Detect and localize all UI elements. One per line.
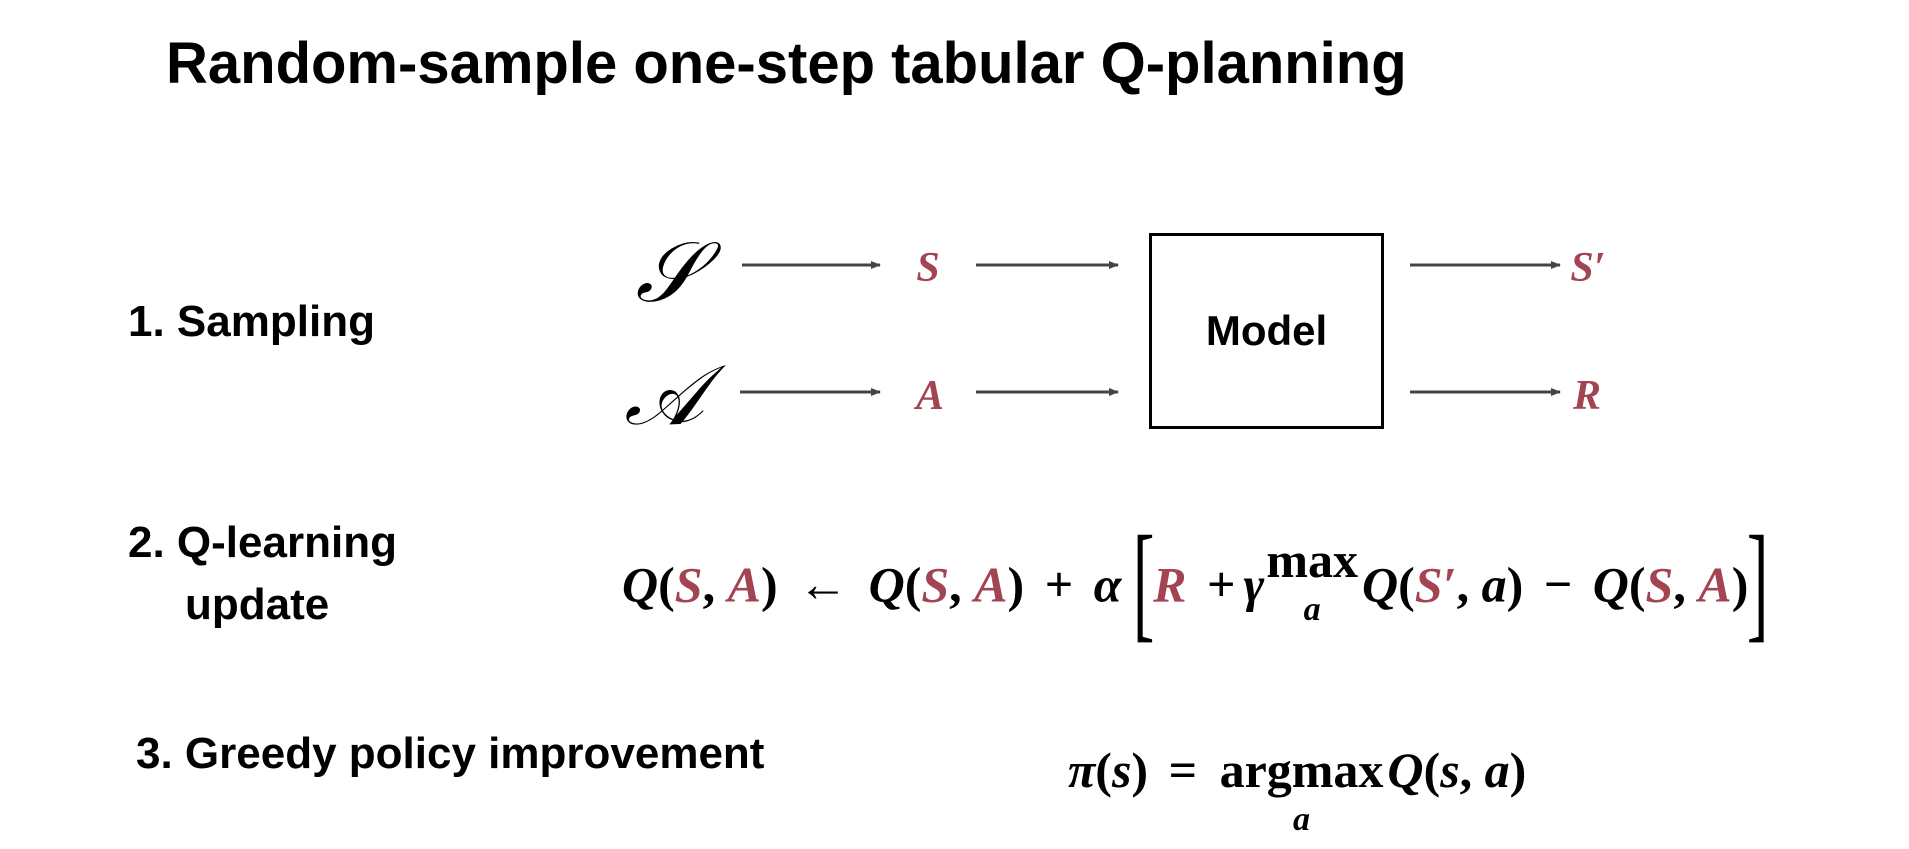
eq-comma: ,	[1456, 556, 1482, 613]
eq-gamma: γ	[1243, 556, 1265, 613]
next-state: S′	[1570, 245, 1606, 291]
eq-argmax: argmax	[1219, 742, 1384, 798]
eq-next-state: S′	[1414, 556, 1457, 613]
eq-q: Q	[1592, 556, 1629, 613]
eq-argmax-sub: a	[1293, 801, 1310, 838]
step-sampling-label: 1. Sampling	[128, 297, 375, 346]
eq-plus: +	[1207, 556, 1236, 613]
eq-state: S	[674, 556, 703, 613]
step-greedy-label: 3. Greedy policy improvement	[136, 729, 765, 778]
step-q-learning-label: 2. Q-learning update	[128, 512, 397, 636]
eq-action: A	[974, 556, 1008, 613]
eq-comma: ,	[1459, 742, 1485, 798]
eq-action: A	[727, 556, 761, 613]
eq-a: a	[1481, 556, 1507, 613]
eq-max-sub: a	[1303, 591, 1321, 628]
state-space-symbol: 𝒮	[635, 223, 701, 321]
eq-equals: =	[1168, 742, 1198, 798]
model-box: Model	[1149, 233, 1384, 429]
eq-q: Q	[868, 556, 905, 613]
eq-paren: )	[1007, 556, 1025, 613]
eq-comma: ,	[1673, 556, 1699, 613]
eq-max: max	[1266, 532, 1358, 588]
sampled-action: A	[915, 373, 945, 419]
eq-comma: ,	[949, 556, 975, 613]
eq-right-bracket: ]	[1747, 510, 1769, 654]
eq-paren: (	[1398, 556, 1415, 613]
eq-state: S	[1645, 556, 1674, 613]
eq-paren: (	[904, 556, 922, 613]
eq-paren: )	[1509, 742, 1527, 798]
eq-comma: ,	[702, 556, 728, 613]
eq-left-bracket: [	[1132, 510, 1155, 654]
eq-q: Q	[622, 556, 659, 613]
eq-pi: π	[1068, 742, 1096, 798]
eq-paren: )	[1506, 556, 1524, 613]
eq-action: A	[1698, 556, 1732, 613]
eq-paren: )	[760, 556, 778, 613]
eq-q: Q	[1387, 742, 1424, 798]
eq-paren: (	[1628, 556, 1646, 613]
eq-plus: +	[1044, 556, 1074, 613]
eq-a: a	[1484, 742, 1510, 798]
eq-paren: (	[658, 556, 675, 613]
eq-q: Q	[1361, 556, 1399, 613]
eq-arrow: ←	[798, 556, 849, 613]
eq-s: s	[1440, 742, 1460, 798]
sampled-state: S	[916, 245, 940, 291]
eq-minus: −	[1543, 556, 1573, 613]
eq-state: S	[921, 556, 950, 613]
reward: R	[1572, 373, 1602, 419]
eq-reward: R	[1153, 556, 1187, 613]
eq-paren: (	[1423, 742, 1441, 798]
action-space-symbol: 𝒜	[624, 346, 704, 444]
step-q-learning-line2: update	[185, 580, 330, 629]
eq-s: s	[1111, 742, 1132, 798]
eq-paren: )	[1731, 556, 1749, 613]
step-q-learning-line1: 2. Q-learning	[128, 518, 397, 567]
eq-paren: (	[1095, 742, 1112, 798]
eq-paren: )	[1131, 742, 1149, 798]
page-title: Random-sample one-step tabular Q-plannin…	[166, 31, 1407, 96]
model-label: Model	[1205, 307, 1328, 354]
eq-alpha: α	[1093, 556, 1122, 613]
